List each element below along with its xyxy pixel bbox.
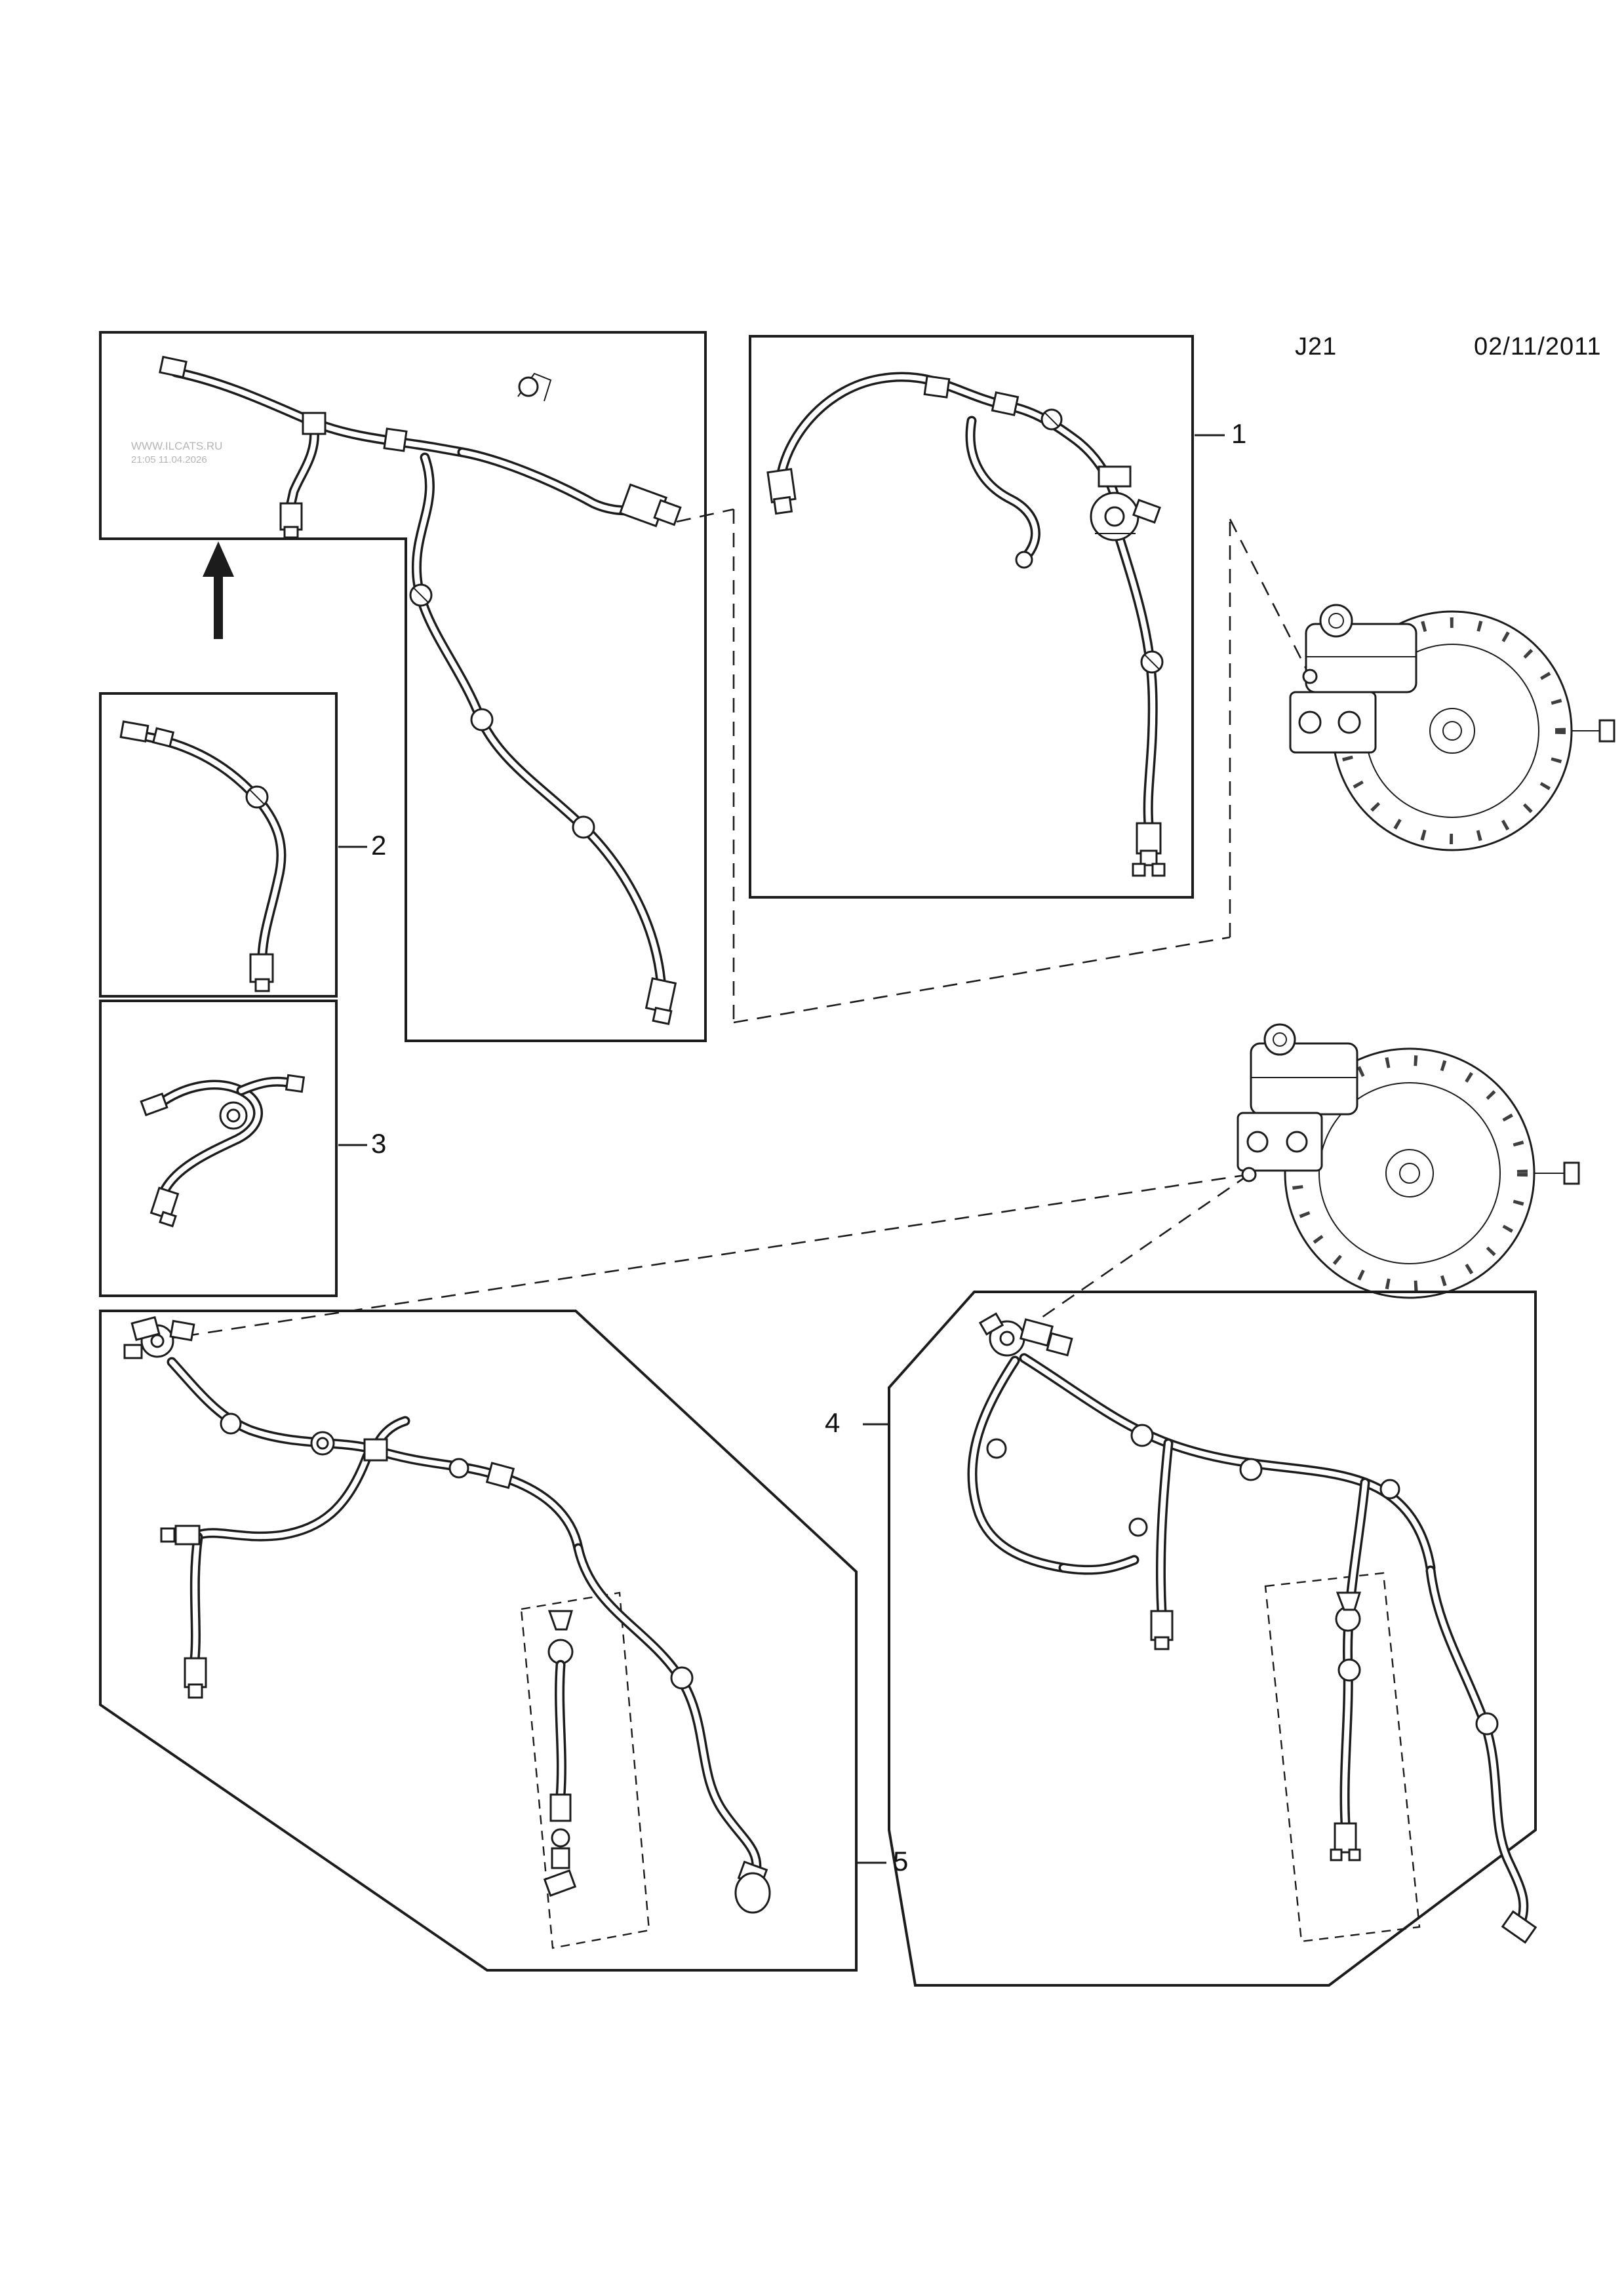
connector-prong (1348, 1848, 1361, 1861)
hose-nipple (140, 1092, 168, 1117)
vacuum-connector (618, 483, 682, 528)
hose-clamp (572, 815, 595, 839)
master-cylinder (1289, 691, 1377, 754)
hose-clamp (986, 1438, 1007, 1459)
end-connector (734, 1872, 771, 1914)
hose-clamp (518, 376, 539, 397)
hose-clamp (1130, 1424, 1154, 1447)
assembly-callout-2 (119, 720, 287, 992)
box-main-assembly (99, 331, 707, 1042)
sub-assembly-valve-line (543, 1610, 577, 1897)
hose-nipple (119, 720, 149, 743)
watermark-line2: 21:05 11.04.2026 (131, 454, 207, 466)
end-collar (1139, 849, 1158, 866)
end-connector (1136, 822, 1162, 855)
vacuum-port (1241, 1167, 1257, 1182)
hose-clamp (448, 1458, 469, 1479)
assembly-callout-3 (140, 1074, 306, 1228)
callout-label-4: 4 (825, 1407, 841, 1438)
end-collar (652, 1006, 673, 1026)
reservoir-cap (1319, 604, 1353, 638)
end-connector (644, 977, 677, 1015)
callout-label-5: 5 (893, 1846, 909, 1877)
end-connector (249, 953, 274, 983)
hose-clamp (1475, 1712, 1499, 1736)
box-callout-5 (99, 1310, 858, 1972)
end-collar (1154, 1636, 1170, 1650)
end-connector (174, 1525, 201, 1546)
tee-fitting (363, 1438, 388, 1462)
end-collar (772, 496, 793, 515)
elbow-connector (1501, 1910, 1537, 1944)
end-connector (1150, 1610, 1174, 1641)
hose-clamp (1337, 1658, 1361, 1682)
callout-label-1: 1 (1231, 418, 1247, 449)
vacuum-valve (1090, 465, 1162, 541)
end-cap (285, 1074, 306, 1093)
assembly-main-hoses (159, 355, 682, 1026)
box-callout-4 (888, 1291, 1537, 1987)
reservoir-cap (1263, 1023, 1296, 1056)
dashed-links (168, 508, 1421, 1949)
vacuum-valve-connector (978, 1312, 1073, 1357)
box-callout-2 (99, 692, 338, 998)
end-collar (159, 1211, 177, 1228)
assembly-callout-5 (123, 1315, 771, 1914)
vacuum-port (1302, 669, 1318, 684)
hose-clamp (470, 708, 494, 731)
tee-fitting (302, 412, 327, 435)
end-collar (160, 1527, 176, 1543)
vacuum-valve-connector (123, 1315, 195, 1359)
retaining-clip (1015, 551, 1033, 569)
pushrod-clevis (1563, 1161, 1580, 1185)
end-connector (279, 502, 303, 531)
retaining-clip (1128, 1517, 1148, 1537)
callout-label-3: 3 (371, 1128, 387, 1159)
end-connector (149, 1186, 180, 1220)
end-collar (188, 1683, 203, 1699)
callout-ticks (338, 434, 1225, 1864)
up-arrow (203, 541, 234, 639)
end-collar (283, 526, 299, 539)
brake-booster-figure-1 (1289, 604, 1615, 851)
end-collar (254, 978, 270, 992)
page-code: J21 (1295, 333, 1337, 360)
box-callout-3 (99, 1000, 338, 1297)
hose-nipple (159, 355, 188, 379)
hose-clamp (1379, 1479, 1400, 1500)
connector-prong (1330, 1848, 1343, 1861)
banjo-ring (226, 1108, 241, 1123)
dashed-subgroup-box4 (1264, 1572, 1421, 1943)
connector-prong (1151, 863, 1166, 877)
watermark-line1: WWW.ILCATS.RU (131, 440, 223, 452)
watermark: WWW.ILCATS.RU 21:05 11.04.2026 (131, 439, 222, 467)
assembly-callout-1 (766, 372, 1166, 877)
connector-prong (1132, 863, 1146, 877)
coupler-ring (316, 1437, 329, 1450)
page-date: 02/11/2011 (1474, 333, 1602, 360)
fluid-reservoir (1250, 1042, 1358, 1116)
hose-clamp (1239, 1458, 1263, 1481)
end-connector (184, 1657, 207, 1688)
assembly-callout-4 (967, 1312, 1537, 1944)
coupler (383, 427, 408, 452)
callout-label-2: 2 (371, 830, 387, 861)
coupler (485, 1462, 515, 1489)
hose-clamp (670, 1666, 694, 1690)
dashed-subgroup-box5 (520, 1591, 650, 1949)
pushrod-clevis (1598, 719, 1615, 743)
box-callout-1 (749, 335, 1194, 899)
coupler (923, 375, 951, 399)
fluid-reservoir (1305, 623, 1417, 693)
frame-boxes (99, 331, 1537, 1987)
sub-assembly-valve-line-4 (1336, 1591, 1362, 1611)
coupler (991, 391, 1020, 417)
brake-booster-figure-2 (1237, 1023, 1580, 1299)
hose-clamp (220, 1412, 242, 1435)
end-connector (1334, 1822, 1357, 1854)
master-cylinder (1237, 1112, 1323, 1172)
coupler (151, 727, 175, 748)
